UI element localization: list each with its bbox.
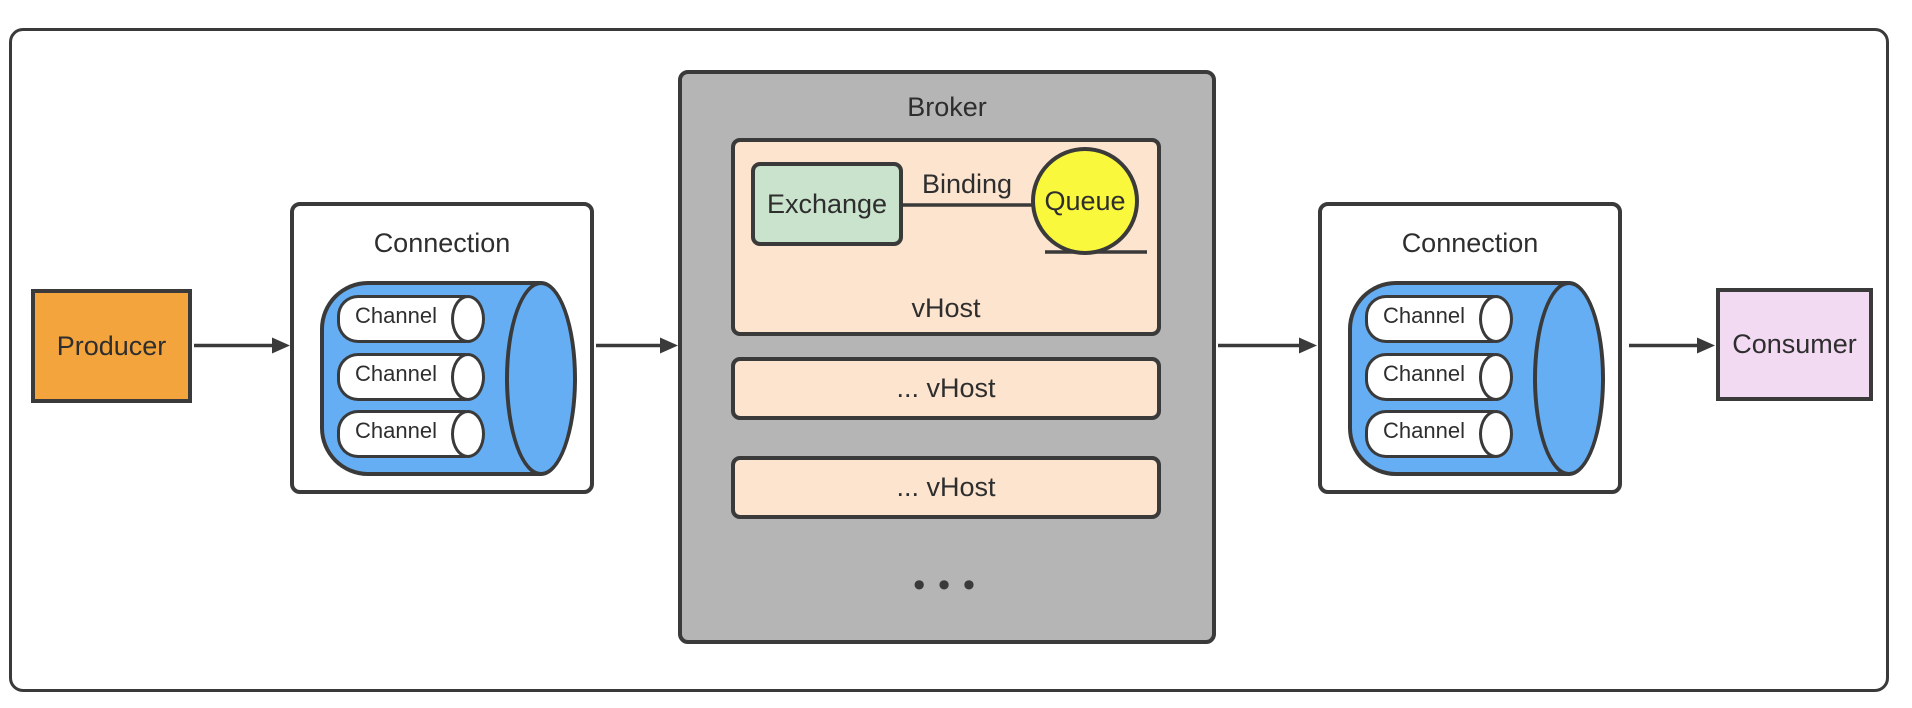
connection-left-box: Connection Channel Channel Channel	[290, 202, 594, 494]
channel-cylinder: Channel	[337, 410, 485, 458]
diagram-outer-frame	[9, 28, 1889, 692]
consumer-box: Consumer	[1716, 288, 1873, 401]
broker-title: Broker	[907, 92, 987, 122]
exchange-label: Exchange	[766, 188, 888, 219]
channel-cylinder: Channel	[1365, 295, 1513, 343]
vhost-row-label: ... vHost	[896, 472, 996, 502]
channel-cylinder: Channel	[1365, 410, 1513, 458]
channel-cylinder-cap	[451, 295, 485, 343]
producer-box: Producer	[31, 289, 192, 403]
consumer-label: Consumer	[1732, 329, 1857, 359]
channel-cylinder-cap	[1479, 410, 1513, 458]
channel-cylinder: Channel	[337, 353, 485, 401]
channel-cylinder-cap	[451, 353, 485, 401]
connection-left-title: Connection	[373, 228, 511, 258]
vhost-row-label: ... vHost	[896, 373, 996, 403]
connection-right-title: Connection	[1401, 228, 1539, 258]
vhost-row-box: ... vHost	[731, 357, 1161, 420]
channel-cylinder: Channel	[1365, 353, 1513, 401]
channel-label: Channel	[1383, 303, 1465, 328]
channel-label: Channel	[1383, 418, 1465, 443]
channel-label: Channel	[1383, 361, 1465, 386]
channel-label: Channel	[355, 361, 437, 386]
more-vhosts-ellipsis: •••	[909, 567, 985, 605]
channel-cylinder-cap	[1479, 353, 1513, 401]
exchange-box: Exchange	[751, 162, 903, 246]
channel-cylinder: Channel	[337, 295, 485, 343]
queue-circle: Queue	[1031, 147, 1139, 255]
binding-label: Binding	[921, 169, 1013, 199]
channel-label: Channel	[355, 303, 437, 328]
connection-left-cylinder-cap	[505, 281, 577, 476]
vhost-main-label: vHost	[911, 293, 981, 323]
connection-right-box: Connection Channel Channel Channel	[1318, 202, 1622, 494]
channel-cylinder-cap	[1479, 295, 1513, 343]
queue-label: Queue	[1044, 185, 1126, 216]
channel-label: Channel	[355, 418, 437, 443]
channel-cylinder-cap	[451, 410, 485, 458]
vhost-row-box: ... vHost	[731, 456, 1161, 519]
producer-label: Producer	[56, 330, 167, 361]
connection-right-cylinder-cap	[1533, 281, 1605, 476]
